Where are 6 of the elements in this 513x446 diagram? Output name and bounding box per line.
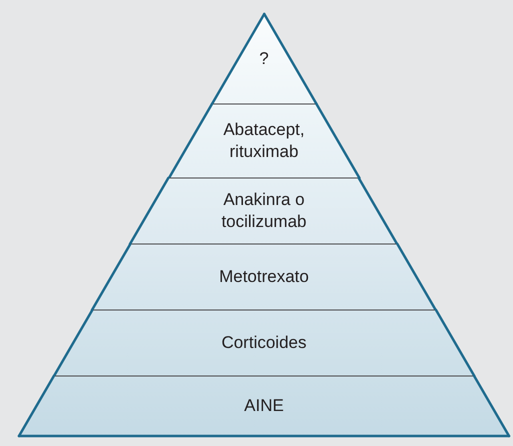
tier-label: Metotrexato: [218, 266, 310, 288]
tier-label: Corticoides: [220, 332, 308, 354]
tier-label: AINE: [243, 395, 285, 417]
tier-label: ?: [258, 48, 270, 70]
tier-label: Anakinra o tocilizumab: [220, 189, 308, 233]
tier-label: Abatacept, rituximab: [222, 119, 306, 163]
